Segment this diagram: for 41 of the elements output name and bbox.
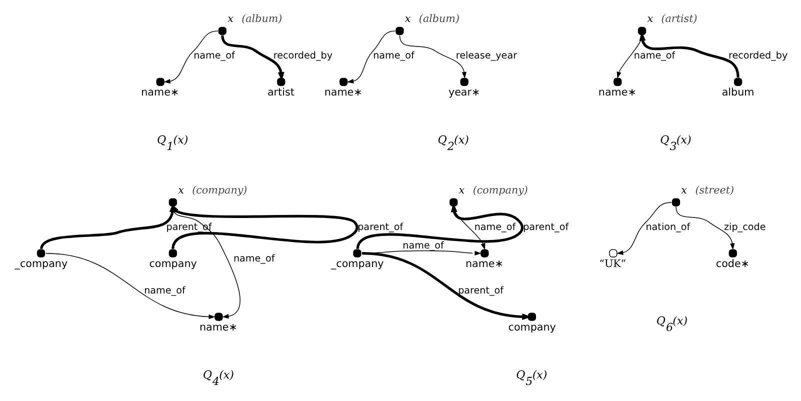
node-label: name∗ [464, 258, 503, 270]
edge-label: parent_of [522, 222, 568, 233]
node-label: name∗ [140, 86, 179, 98]
edge-label: parent_of [458, 286, 504, 297]
node-label: code∗ [715, 258, 749, 270]
node-label: x [646, 13, 653, 26]
node-label: x [458, 184, 464, 197]
node-label: (company) [192, 184, 247, 197]
node-label: artist [266, 86, 294, 98]
edge-label: name_of [402, 240, 444, 252]
edge-label: release_year [455, 50, 517, 62]
node-label: x [227, 13, 233, 26]
node-label: _company [14, 258, 68, 270]
edge-label: name_of [144, 286, 185, 297]
edge-label: name_of [474, 222, 516, 233]
edge-label: nation_of [645, 222, 690, 233]
edge-label: zip_code [724, 222, 766, 233]
node-label: _company [330, 258, 384, 270]
node-label: “UK” [598, 258, 626, 270]
edge-label: name_of [232, 254, 274, 265]
edge-label: recorded_by [728, 50, 788, 62]
node-label: (artist) [660, 13, 697, 26]
edge-label: recorded_by [272, 50, 332, 62]
node-label: name∗ [598, 86, 636, 98]
node-label: (album) [241, 13, 282, 26]
node-label: (street) [694, 184, 734, 197]
node-label: name∗ [324, 86, 362, 98]
node-label: company [148, 258, 196, 270]
node-label: x [404, 13, 410, 26]
edge-label: name_of [633, 50, 675, 62]
edge-label: parent_of [357, 222, 403, 233]
edge-label: name_of [193, 50, 234, 62]
node-label: x [178, 184, 184, 197]
node-label: x [680, 184, 687, 197]
node-label: name∗ [198, 321, 237, 334]
node-label: (company) [472, 184, 528, 197]
node-label: album [721, 86, 754, 98]
node-label: (album) [418, 13, 459, 26]
node-label: year∗ [448, 86, 480, 98]
node-label: company [508, 321, 556, 334]
edge-label: name_of [372, 50, 414, 62]
